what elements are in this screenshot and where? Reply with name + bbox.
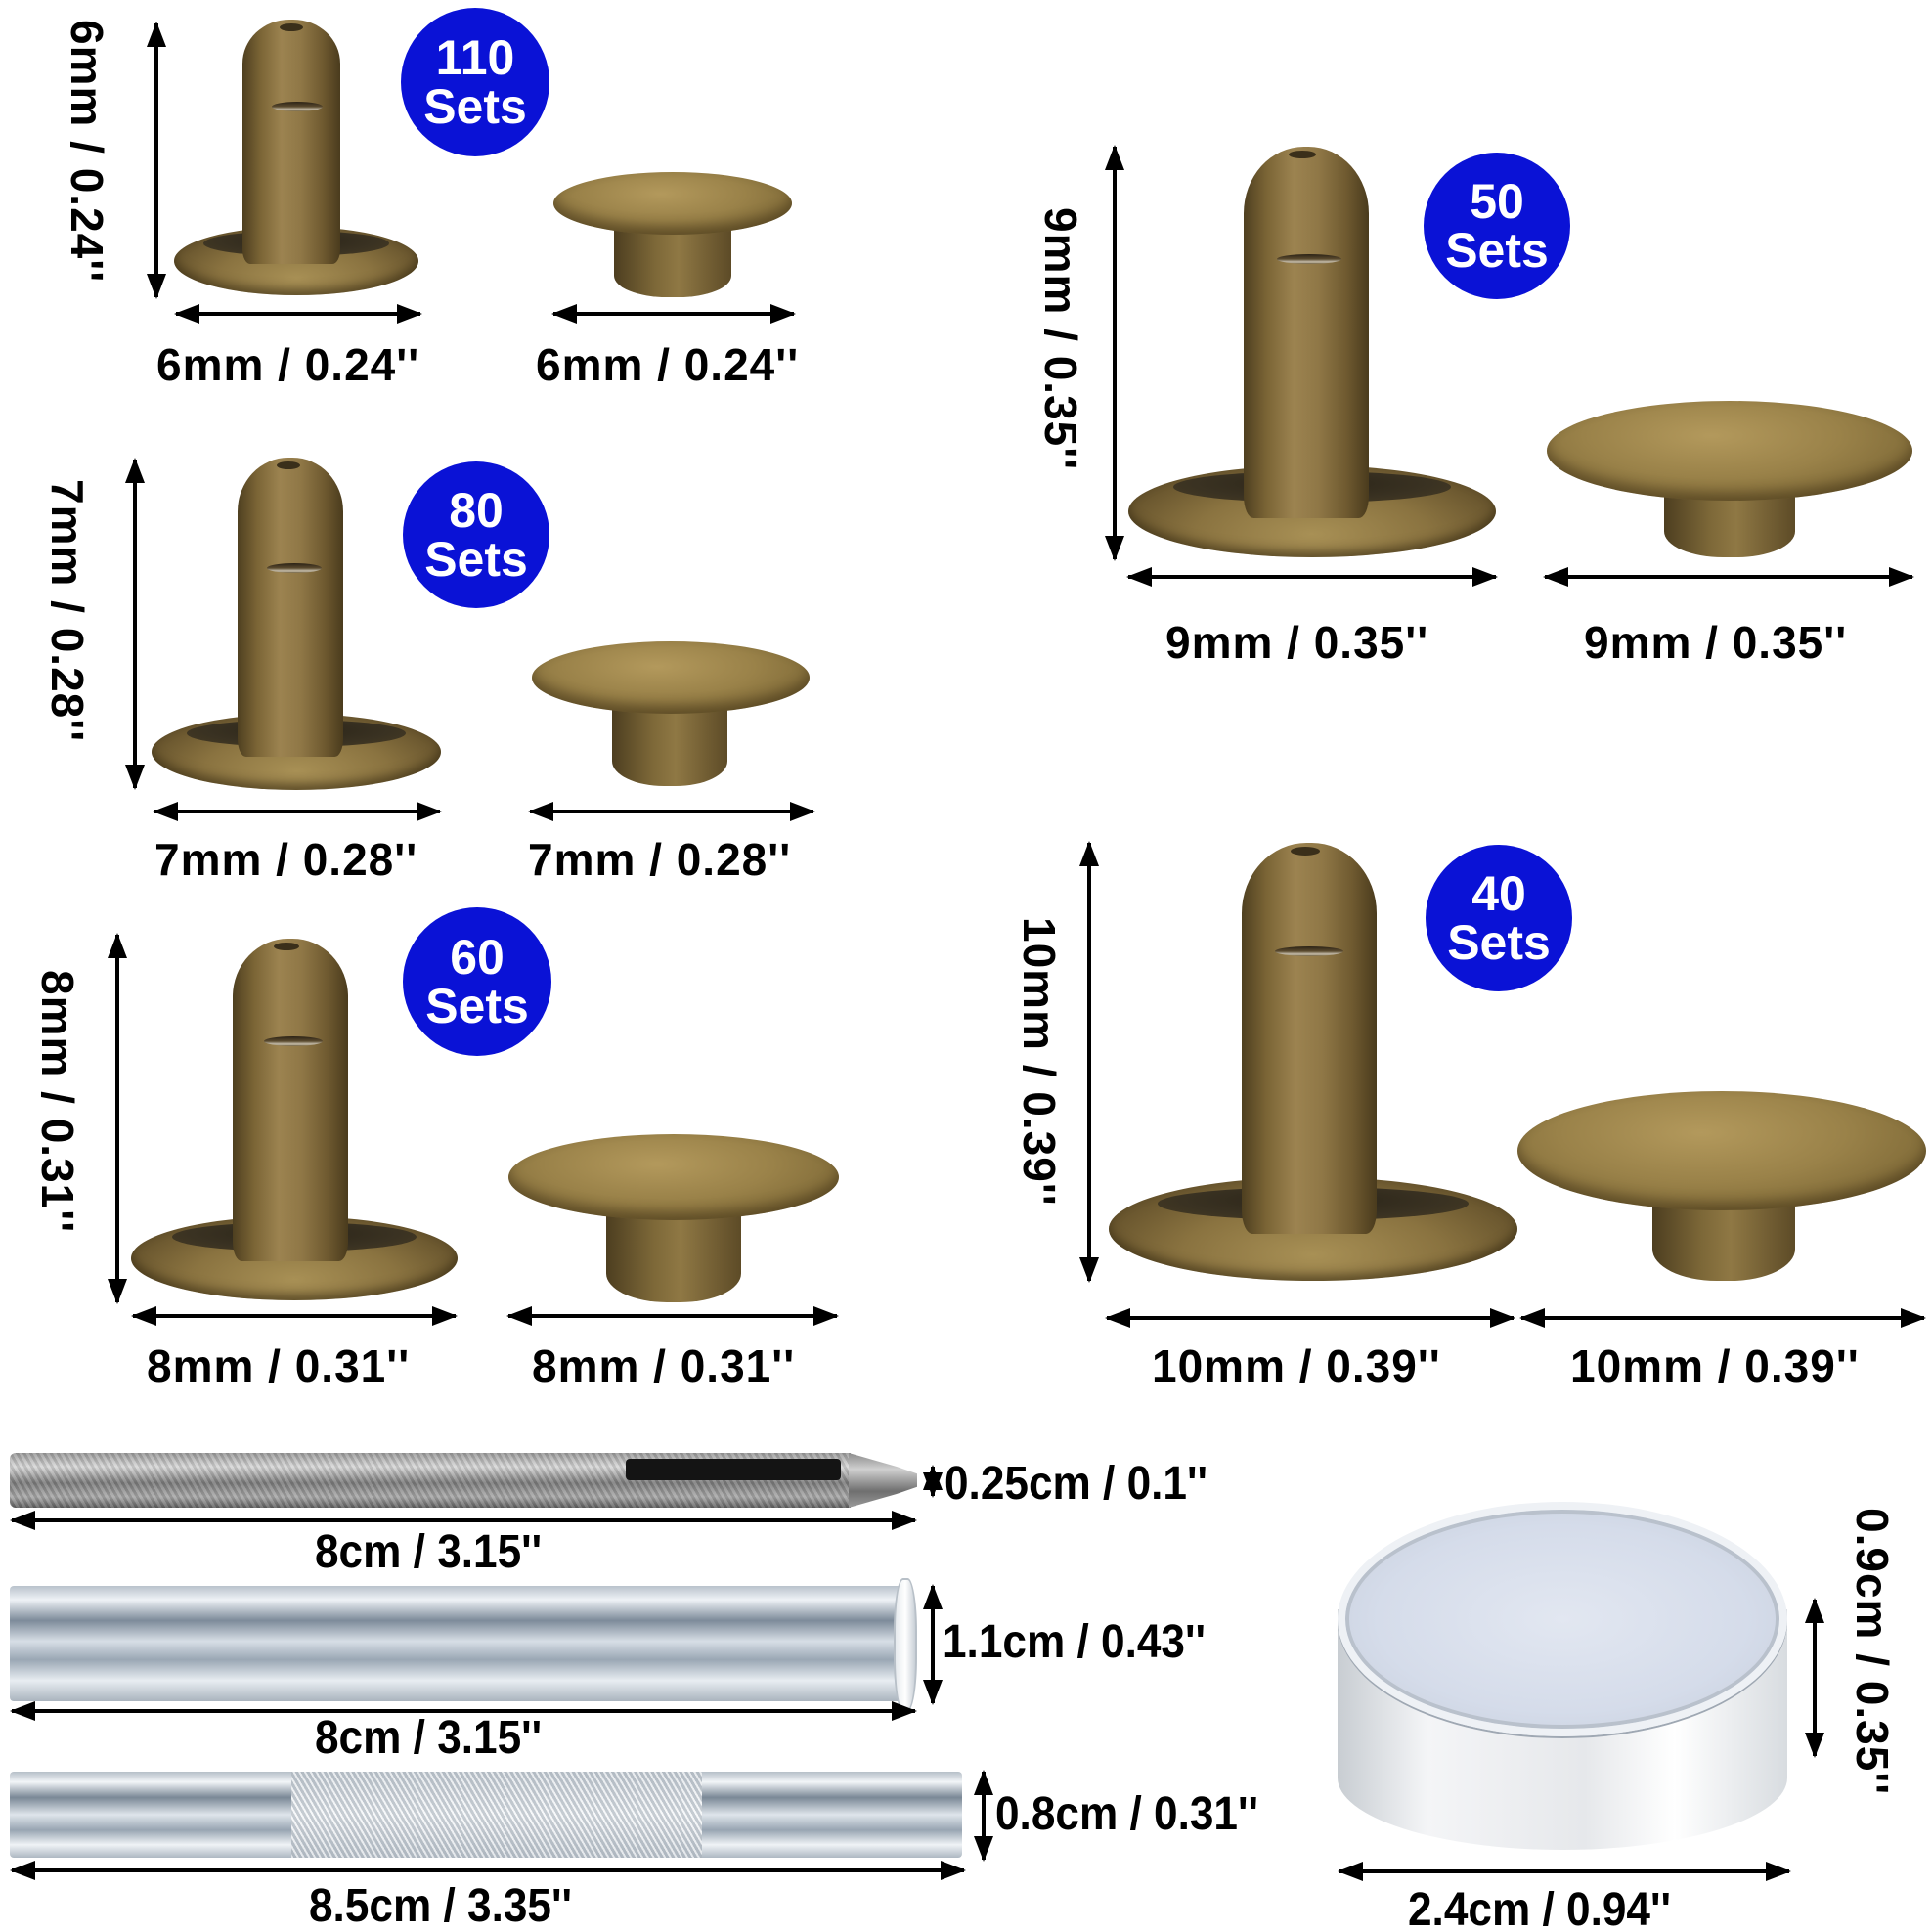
anvil-height-label: 0.9cm / 0.35'' (1847, 1508, 1898, 1796)
rivet-post-9mm (1128, 147, 1496, 557)
badge-count: 110 (435, 30, 515, 85)
setter-diameter-label: 0.8cm / 0.31'' (995, 1788, 1258, 1840)
tube-length-arrow (10, 1701, 917, 1721)
post-height-label: 7mm / 0.28'' (42, 479, 93, 743)
rivet-cap-9mm (1547, 401, 1912, 557)
post-width-label: 7mm / 0.28'' (154, 834, 418, 885)
setter-diameter-arrow (974, 1770, 993, 1862)
post-height-label: 6mm / 0.24'' (62, 20, 112, 284)
anvil-width-arrow (1338, 1862, 1791, 1881)
post-width-label: 6mm / 0.24'' (156, 339, 420, 390)
badge-count: 80 (449, 483, 504, 538)
cap-width-label: 6mm / 0.24'' (536, 339, 800, 390)
punch-diameter-arrow (923, 1465, 943, 1498)
punch-length-label: 8cm / 3.15'' (315, 1526, 543, 1578)
cap-width-arrow (1543, 567, 1914, 587)
rivet-cap-8mm (508, 1134, 839, 1302)
quantity-badge: 40 Sets (1426, 845, 1572, 991)
badge-count: 50 (1470, 174, 1524, 229)
post-width-arrow (1105, 1308, 1515, 1328)
quantity-badge: 110 Sets (401, 8, 549, 156)
rivet-post-6mm (174, 20, 418, 295)
post-width-arrow (153, 802, 442, 821)
setter-knurl-grip (291, 1772, 702, 1858)
anvil-height-arrow (1805, 1598, 1824, 1758)
post-width-arrow (174, 304, 422, 324)
height-arrow (1079, 841, 1099, 1283)
height-arrow (1105, 145, 1124, 561)
post-height-label: 10mm / 0.39'' (1014, 917, 1065, 1207)
cap-width-arrow (528, 802, 815, 821)
badge-unit: Sets (1447, 915, 1551, 970)
badge-count: 40 (1471, 866, 1526, 921)
height-arrow (108, 933, 127, 1304)
badge-unit: Sets (425, 979, 529, 1033)
punch-tip (849, 1453, 917, 1508)
quantity-badge: 60 Sets (403, 907, 551, 1056)
cap-width-label: 9mm / 0.35'' (1584, 617, 1848, 668)
height-arrow (147, 22, 166, 299)
setting-tube (10, 1586, 903, 1701)
height-arrow (125, 458, 145, 790)
rivet-post-7mm (152, 458, 441, 790)
punch-length-arrow (10, 1511, 917, 1530)
badge-unit: Sets (1445, 223, 1549, 278)
cap-width-arrow (506, 1306, 839, 1326)
rivet-cap-6mm (553, 172, 792, 297)
anvil-base (1338, 1502, 1787, 1850)
cap-width-arrow (551, 304, 796, 324)
punch-slot (626, 1459, 841, 1480)
quantity-badge: 80 Sets (403, 461, 549, 608)
cap-width-label: 7mm / 0.28'' (528, 834, 792, 885)
cap-width-arrow (1519, 1308, 1926, 1328)
setter-length-label: 8.5cm / 3.35'' (309, 1880, 572, 1932)
rivet-post-10mm (1109, 843, 1517, 1281)
rivet-cap-10mm (1517, 1091, 1926, 1281)
anvil-width-label: 2.4cm / 0.94'' (1408, 1884, 1671, 1932)
post-width-label: 9mm / 0.35'' (1165, 617, 1429, 668)
quantity-badge: 50 Sets (1424, 153, 1570, 299)
post-width-arrow (1126, 567, 1498, 587)
cap-width-label: 10mm / 0.39'' (1570, 1340, 1860, 1391)
badge-count: 60 (450, 930, 505, 985)
setter-length-arrow (10, 1861, 966, 1880)
badge-unit: Sets (423, 79, 527, 134)
tube-length-label: 8cm / 3.15'' (315, 1712, 543, 1764)
rivet-post-8mm (131, 939, 458, 1300)
rivet-cap-7mm (532, 641, 810, 786)
post-width-label: 8mm / 0.31'' (147, 1340, 411, 1391)
tube-lip (894, 1578, 917, 1711)
badge-unit: Sets (424, 532, 528, 587)
post-width-arrow (131, 1306, 458, 1326)
tube-diameter-label: 1.1cm / 0.43'' (943, 1616, 1206, 1668)
post-width-label: 10mm / 0.39'' (1152, 1340, 1441, 1391)
punch-diameter-label: 0.25cm / 0.1'' (944, 1458, 1208, 1510)
cap-width-label: 8mm / 0.31'' (532, 1340, 796, 1391)
tube-diameter-arrow (923, 1584, 943, 1705)
post-height-label: 8mm / 0.31'' (32, 970, 83, 1234)
post-height-label: 9mm / 0.35'' (1035, 207, 1086, 471)
